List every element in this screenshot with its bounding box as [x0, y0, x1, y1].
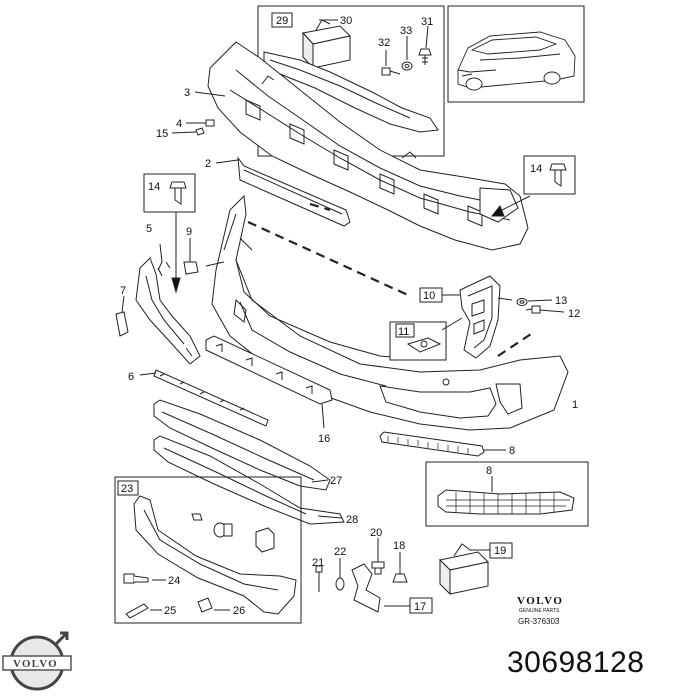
skid-plate-23: [133, 495, 297, 615]
bumper-carrier-3: [207, 41, 529, 251]
legend-block: VOLVO GENUINE PARTS GR-376303: [517, 595, 563, 626]
nut-23a: [191, 513, 203, 521]
group-box-23: [114, 476, 302, 624]
clip-14-left-icon: [169, 181, 187, 205]
logo-text: VOLVO: [13, 658, 58, 670]
plug-18: [392, 573, 408, 583]
callout-2: 2: [205, 158, 211, 170]
arrow-14-down: [171, 277, 181, 294]
crossmember-rail: [263, 51, 439, 133]
pin-25: [125, 603, 149, 619]
box-label-29: [271, 12, 293, 28]
part-number: 30698128: [507, 646, 645, 679]
bolt-32: [381, 67, 401, 76]
cap-9: [183, 261, 199, 275]
rivet-26: [197, 597, 213, 613]
callout-11: 11: [398, 326, 409, 338]
box-label-11: [395, 323, 415, 338]
bracket-23c: [255, 527, 275, 553]
dashed-leaders: [247, 202, 535, 357]
callout-3: 3: [184, 87, 190, 99]
callout-28: 28: [346, 514, 358, 526]
bolt-12: [525, 305, 541, 314]
box-14-left: [143, 173, 196, 213]
callout-29: 29: [276, 15, 288, 27]
screw-21: [315, 565, 323, 592]
callout-25: 25: [164, 605, 176, 617]
callout-32: 32: [378, 37, 390, 49]
callout-7: 7: [120, 285, 126, 297]
grommet-23b: [213, 522, 233, 538]
clip-14-right-icon: [549, 163, 567, 187]
side-bracket-5: [135, 257, 201, 365]
callout-6: 6: [128, 371, 134, 383]
washer-13: [516, 298, 528, 306]
callout-14-left: 14: [148, 181, 160, 193]
car-thumbnail-box: [447, 5, 585, 103]
package-19: [438, 543, 490, 596]
callout-30: 30: [340, 15, 352, 27]
callout-14-right: 14: [530, 163, 542, 175]
package-30: [302, 19, 352, 70]
callout-33: 33: [400, 25, 412, 37]
callout-16: 16: [318, 433, 330, 445]
bracket-10: [459, 275, 501, 359]
volvo-logo-icon: [2, 631, 72, 691]
callout-1: 1: [572, 399, 578, 411]
callout-4: 4: [176, 118, 182, 130]
clip-20: [371, 561, 385, 575]
strip-6: [153, 369, 269, 427]
callout-12: 12: [568, 308, 580, 320]
callout-23: 23: [121, 483, 133, 495]
callout-8-detail: 8: [486, 465, 492, 477]
callout-labels: 29 30 31 32 33 3 4 15 2 14 14 9 5 7 10 1…: [120, 15, 580, 617]
reference-code: GR-376303: [518, 617, 560, 626]
car-icon: [457, 31, 576, 91]
callout-26: 26: [233, 605, 245, 617]
bracket-17: [351, 563, 381, 613]
box-14-right: [523, 155, 576, 195]
legend-brand: VOLVO: [517, 595, 563, 607]
callout-18: 18: [393, 540, 405, 552]
callout-31: 31: [421, 16, 433, 28]
screw-31: [418, 48, 432, 65]
callout-15: 15: [156, 128, 168, 140]
washer-33: [401, 61, 413, 71]
callout-21: 21: [312, 557, 324, 569]
washer-22: [335, 577, 345, 591]
callout-27: 27: [330, 475, 342, 487]
callout-9: 9: [186, 226, 192, 238]
callout-13: 13: [555, 295, 567, 307]
skid-plate-28: [153, 435, 345, 525]
callout-10: 10: [423, 290, 435, 302]
legend-sub: GENUINE PARTS: [519, 608, 560, 614]
box-label-23: [117, 480, 139, 496]
bar-16: [205, 335, 333, 405]
grille-8-detail: [437, 489, 575, 515]
callout-24: 24: [168, 575, 180, 587]
callout-5: 5: [146, 223, 152, 235]
grille-detail-box: [425, 461, 589, 527]
screw-15: [171, 127, 205, 136]
clip-4: [186, 119, 215, 127]
callout-8-grille: 8: [509, 445, 515, 457]
clip-11-icon: [406, 337, 442, 353]
grille-8: [379, 431, 485, 457]
bolt-24: [123, 573, 149, 584]
callout-20: 20: [370, 527, 382, 539]
callout-17: 17: [414, 601, 426, 613]
callout-19: 19: [494, 545, 506, 557]
callout-22: 22: [334, 546, 346, 558]
piece-7: [115, 311, 129, 337]
